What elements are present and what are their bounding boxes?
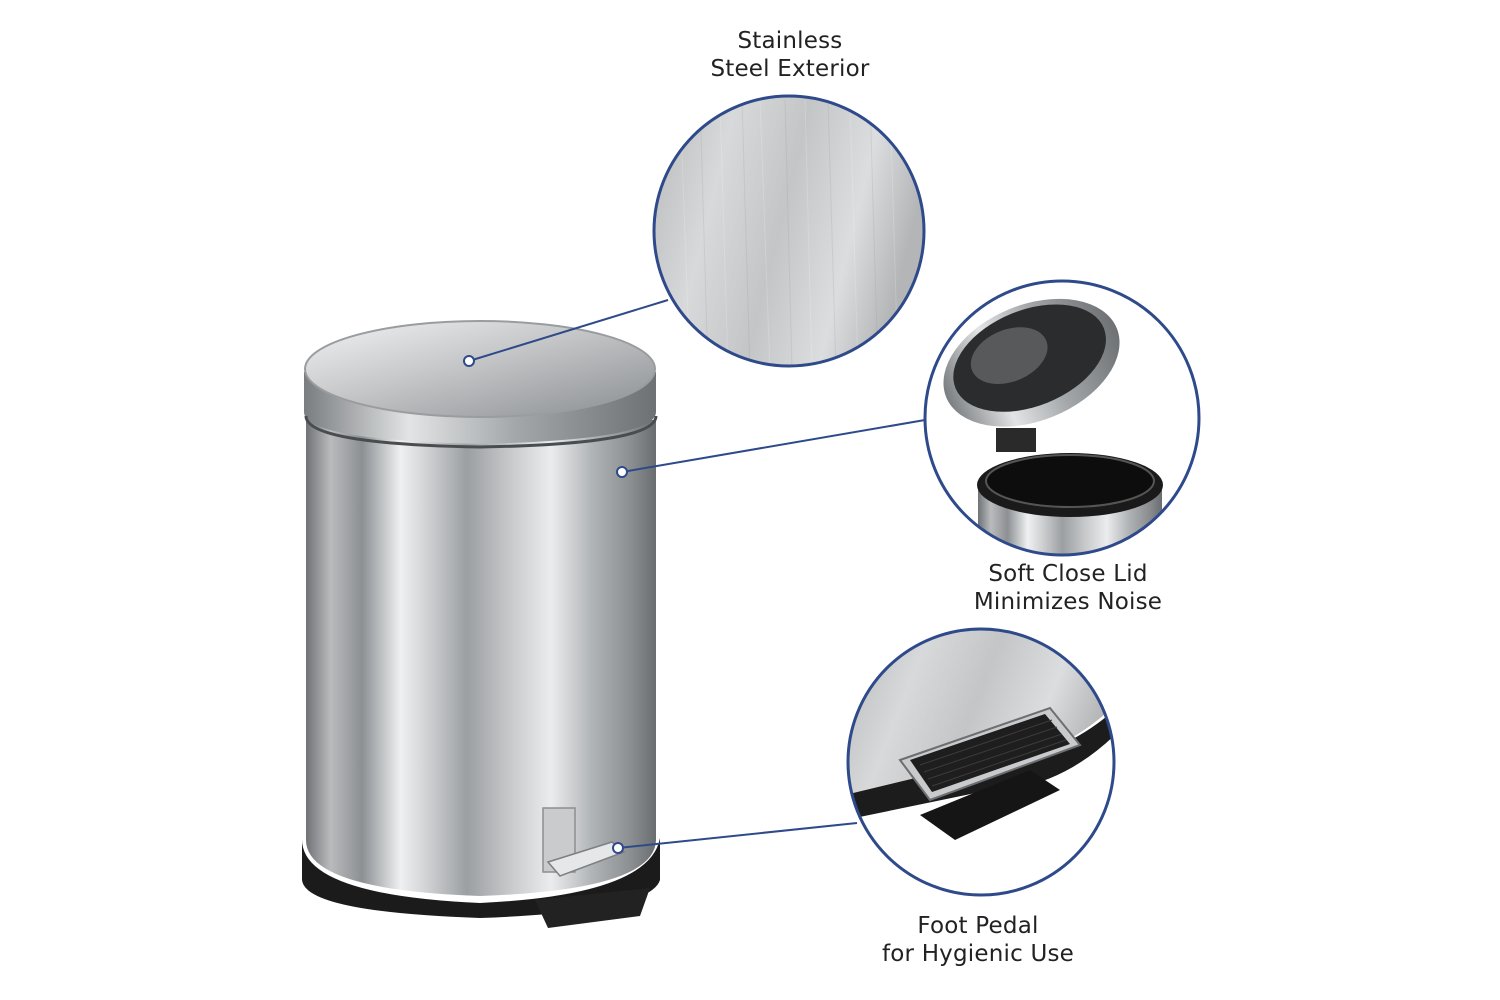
caption-line: Minimizes Noise <box>973 589 1163 615</box>
caption-line: for Hygienic Use <box>881 941 1075 967</box>
caption-line: Stainless <box>737 28 843 54</box>
caption-foot-pedal: Foot Pedal for Hygienic Use <box>860 912 1096 968</box>
trash-can-image <box>301 320 660 928</box>
caption-line: Foot Pedal <box>917 913 1039 939</box>
caption-line: Steel Exterior <box>710 56 870 82</box>
caption-soft-close-lid: Soft Close Lid Minimizes Noise <box>950 560 1186 616</box>
lid-marker-dot <box>463 355 475 367</box>
callout-connectors <box>463 299 926 854</box>
caption-stainless-steel-exterior: Stainless Steel Exterior <box>690 27 890 83</box>
body-marker-dot <box>616 466 628 478</box>
pedal-marker-dot <box>612 842 624 854</box>
caption-line: Soft Close Lid <box>988 561 1148 587</box>
callout-open-lid <box>923 279 1201 557</box>
callout-steel-texture <box>652 94 926 368</box>
callout-foot-pedal <box>846 627 1116 897</box>
